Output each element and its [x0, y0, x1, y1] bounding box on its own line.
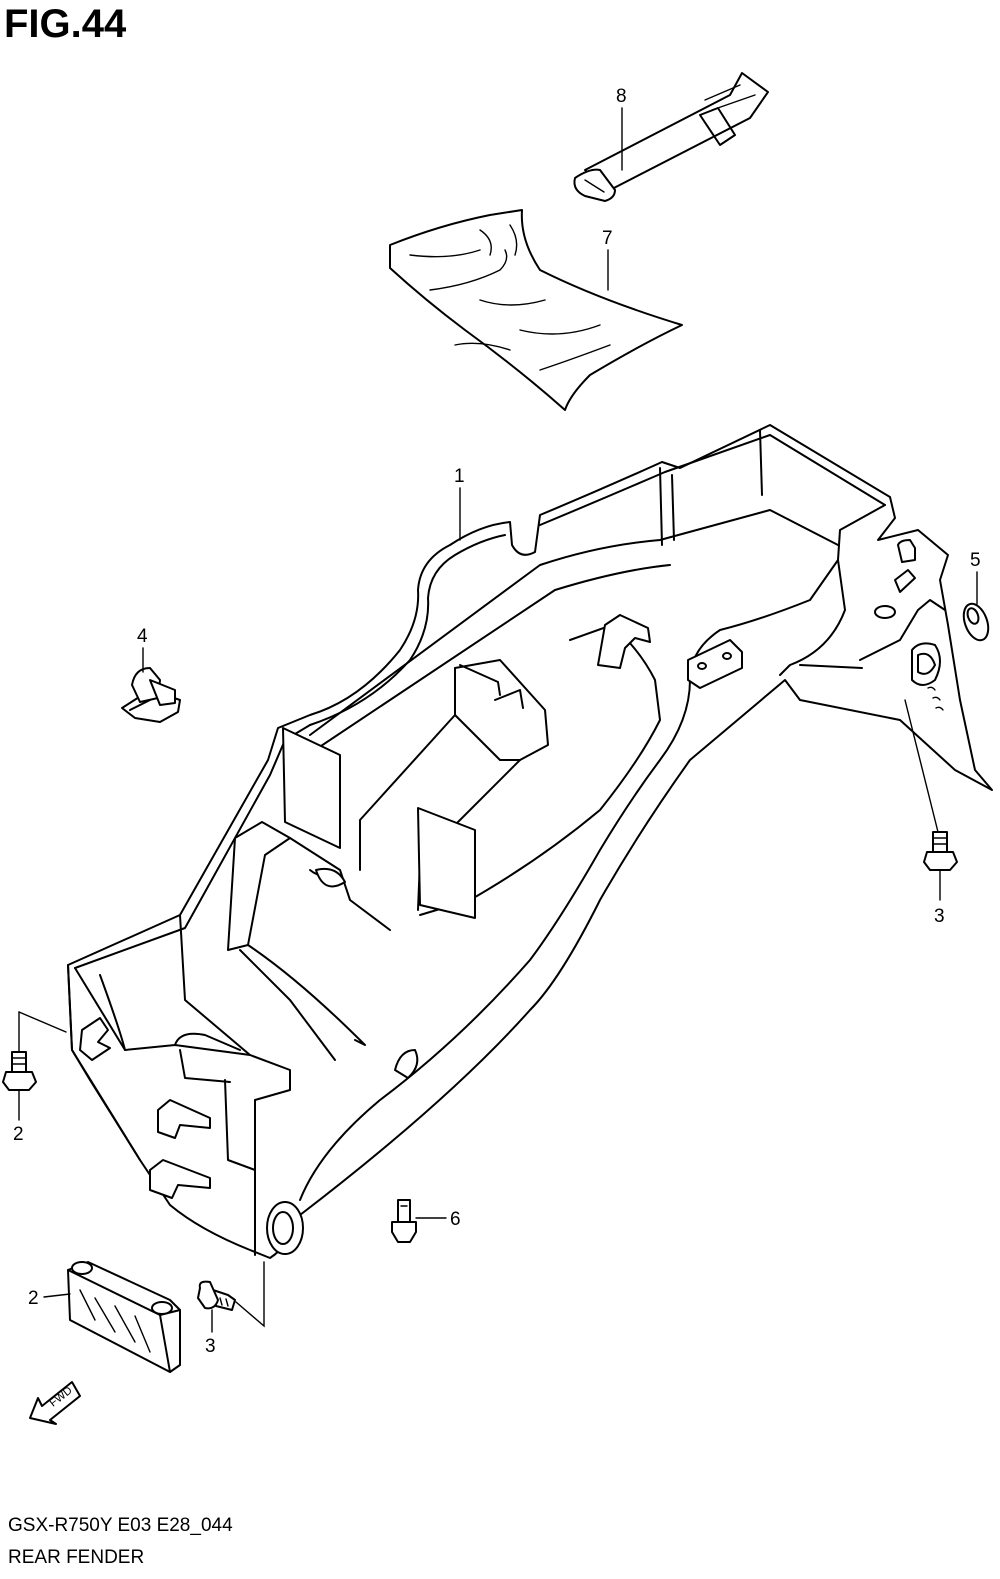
callout-3-bottom: 3	[205, 1336, 216, 1357]
callout-2: 2	[28, 1288, 39, 1309]
callout-3-right: 3	[934, 906, 945, 927]
fwd-arrow-icon: FWD	[29, 1381, 81, 1425]
part-5-washer	[962, 602, 990, 642]
part-3-bolt-left	[2, 1051, 37, 1091]
callout-1: 1	[454, 466, 465, 487]
callout-6: 6	[450, 1209, 461, 1230]
figure-title: FIG.44	[4, 2, 127, 46]
part-7-rubber-sheet	[389, 209, 683, 411]
part-6-rivet	[391, 1199, 417, 1243]
leader-lines	[18, 107, 978, 1333]
callout-4: 4	[137, 626, 148, 647]
model-code: GSX-R750Y E03 E28_044	[8, 1515, 233, 1536]
part-8-battery-strap	[573, 72, 769, 202]
part-1-rear-fender	[67, 424, 993, 1259]
callout-7: 7	[602, 228, 613, 249]
callout-5: 5	[970, 550, 981, 571]
callout-8: 8	[616, 86, 627, 107]
callout-3-left: 2	[13, 1124, 24, 1145]
part-3-bolt-right	[923, 831, 958, 871]
part-2-bracket	[67, 1261, 181, 1373]
part-3-bolt-bottom	[197, 1280, 236, 1311]
part-4-clamp	[121, 667, 181, 723]
section-name: REAR FENDER	[8, 1547, 145, 1568]
